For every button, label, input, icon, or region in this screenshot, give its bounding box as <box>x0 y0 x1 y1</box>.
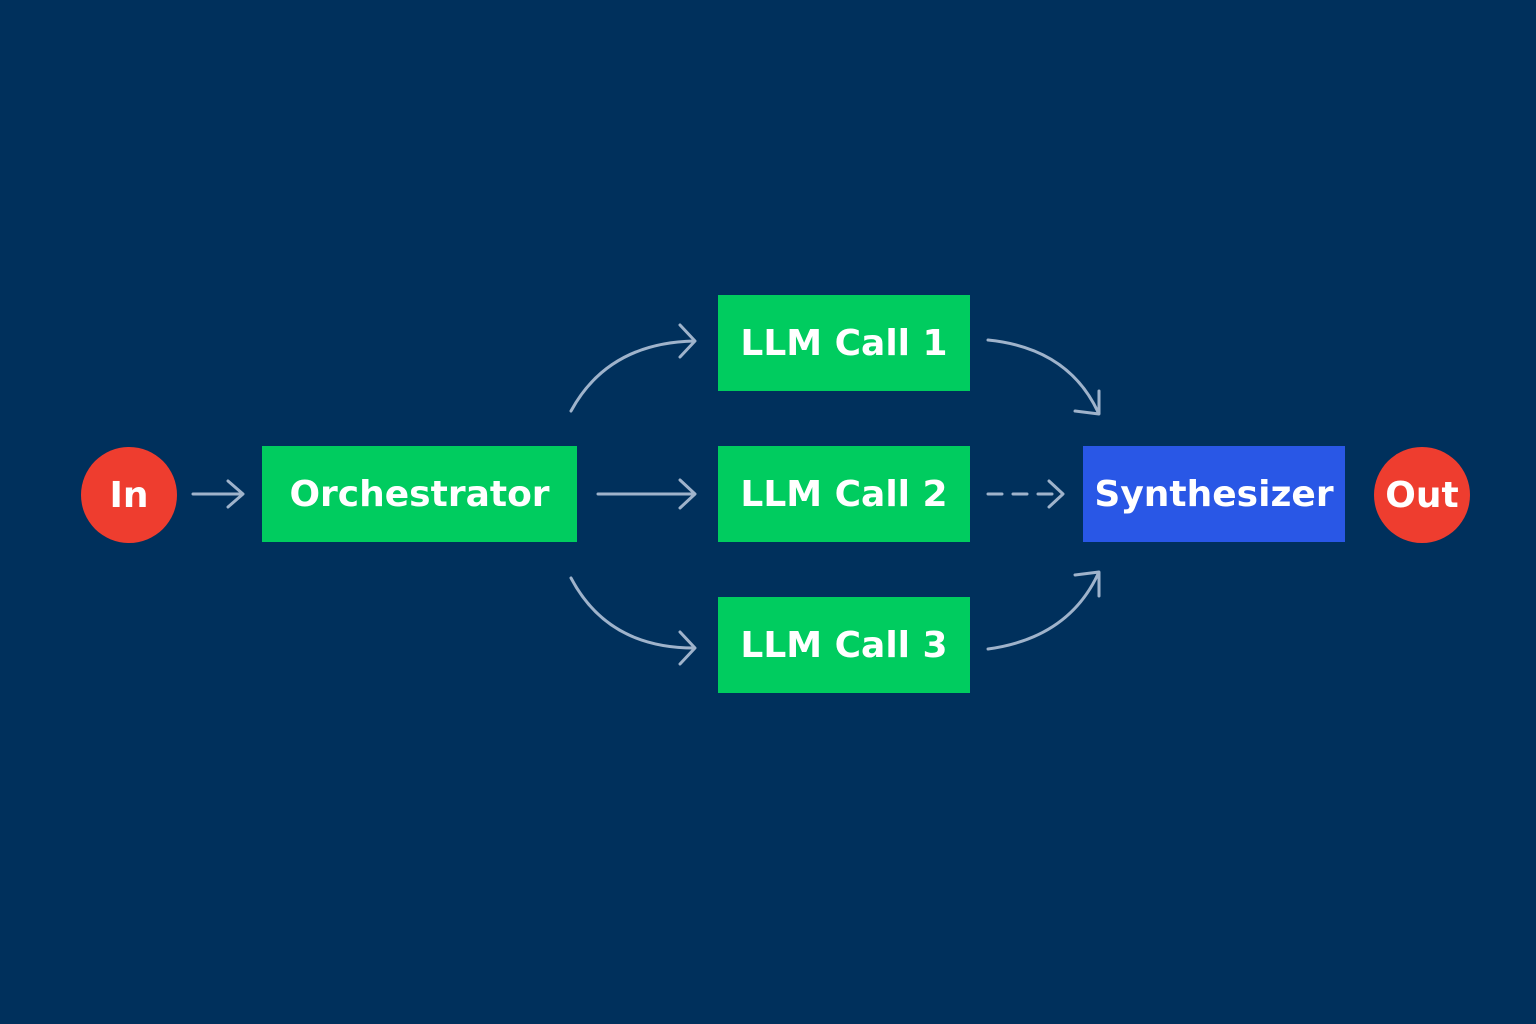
edge-in-to-orchestrator <box>191 479 245 509</box>
edge-orchestrator-to-llm-call-2 <box>596 478 697 510</box>
arrowhead-icon <box>1047 479 1065 509</box>
output-node-label: Out <box>1385 474 1459 516</box>
input-node: In <box>81 447 177 543</box>
edge-llm-call-1-to-synthesizer <box>986 338 1101 416</box>
arrowhead-icon <box>678 323 697 359</box>
orchestrator-node-label: Orchestrator <box>289 473 550 515</box>
edge-orchestrator-to-llm-call-3 <box>569 576 697 666</box>
llm-call-1-node-label: LLM Call 1 <box>740 322 948 364</box>
edge-llm-call-2-to-synthesizer <box>986 479 1065 509</box>
arrowhead-icon <box>678 630 697 666</box>
llm-call-2-node-label: LLM Call 2 <box>740 473 948 515</box>
synthesizer-node: Synthesizer <box>1083 446 1345 542</box>
llm-call-3-node: LLM Call 3 <box>718 597 970 693</box>
orchestrator-node: Orchestrator <box>262 446 577 542</box>
arrowhead-icon <box>226 479 245 509</box>
llm-call-3-node-label: LLM Call 3 <box>740 624 948 666</box>
llm-call-2-node: LLM Call 2 <box>718 446 970 542</box>
synthesizer-node-label: Synthesizer <box>1094 473 1334 515</box>
arrowhead-icon <box>1073 570 1101 598</box>
output-node: Out <box>1374 447 1470 543</box>
edge-llm-call-3-to-synthesizer <box>986 570 1101 651</box>
input-node-label: In <box>109 474 149 516</box>
llm-call-1-node: LLM Call 1 <box>718 295 970 391</box>
edge-orchestrator-to-llm-call-1 <box>569 323 697 413</box>
arrowhead-icon <box>1073 389 1101 416</box>
arrowhead-icon <box>678 478 697 510</box>
